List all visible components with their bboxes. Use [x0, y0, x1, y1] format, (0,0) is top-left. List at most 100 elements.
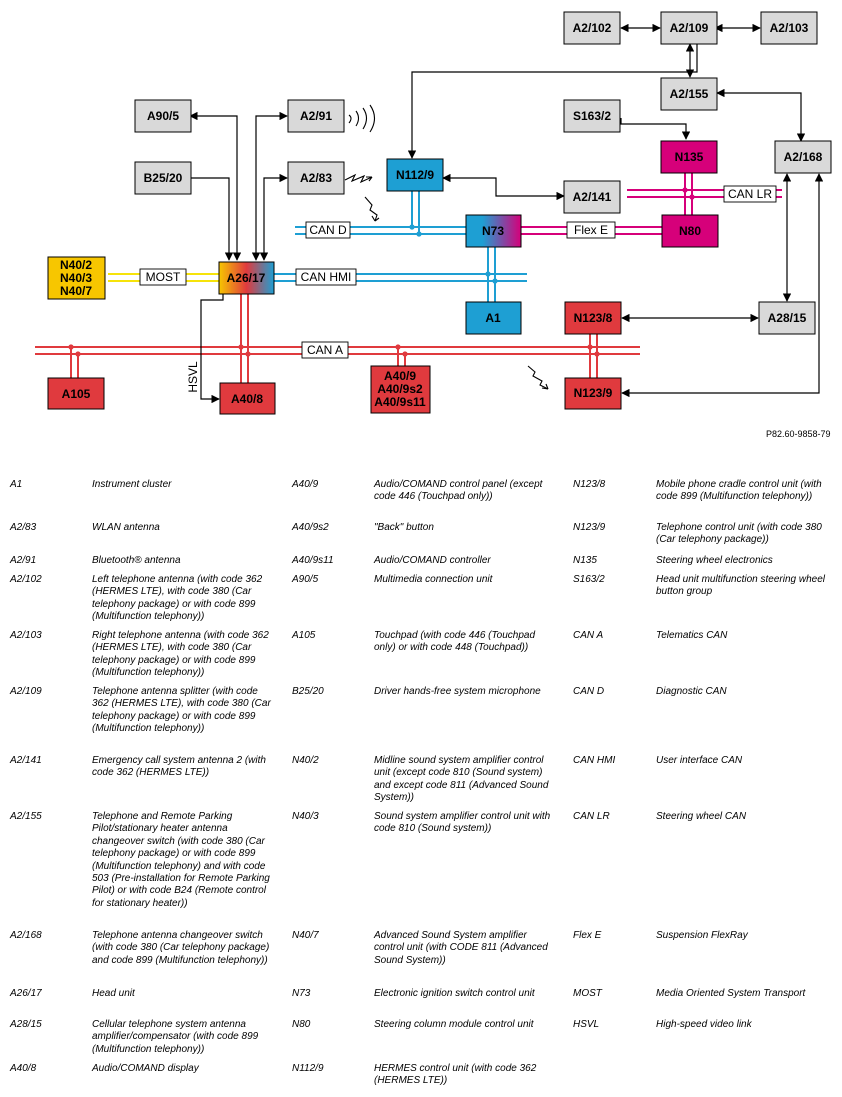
legend-code: S163/2 — [573, 574, 605, 585]
legend-code: CAN HMI — [573, 755, 616, 766]
legend-code: N40/7 — [292, 930, 319, 941]
legend-description: User interface CAN — [656, 755, 743, 766]
box-a2-102 — [563, 11, 621, 45]
label-a2-103: A2/103 — [770, 21, 809, 35]
legend-code: A26/17 — [10, 988, 42, 999]
label-n40-2: N40/2 — [60, 258, 92, 272]
tag-can-d: CAN D — [309, 223, 347, 237]
label-n40-7: N40/7 — [60, 284, 92, 298]
label-a2-155: A2/155 — [670, 87, 709, 101]
legend-description: Telephone and Remote Parking Pilot/stati… — [92, 811, 270, 909]
wireless-symbols — [344, 104, 549, 390]
legend-description: Driver hands-free system microphone — [374, 686, 541, 697]
legend-description: Emergency call system antenna 2 (with co… — [92, 755, 266, 779]
label-n80: N80 — [679, 224, 701, 238]
legend-code: N73 — [292, 988, 311, 999]
box-n112-9 — [386, 158, 444, 192]
legend-code: A2/109 — [10, 686, 42, 697]
box-a2-109 — [660, 11, 718, 45]
legend-code: CAN LR — [573, 811, 610, 822]
legend-description: HERMES control unit (with code 362 (HERM… — [374, 1063, 537, 1087]
label-a26-17: A26/17 — [227, 271, 266, 285]
legend-code: N123/9 — [573, 522, 606, 533]
box-a2-91 — [287, 99, 345, 133]
legend-code: Flex E — [573, 930, 602, 941]
box-a26-17 — [218, 261, 275, 295]
legend-description: Diagnostic CAN — [656, 686, 727, 697]
legend-code: A90/5 — [292, 574, 319, 585]
legend-description: Telephone antenna changeover switch (wit… — [92, 930, 270, 966]
tag-can-d-bg — [305, 221, 351, 239]
legend-code: N123/8 — [573, 479, 606, 490]
box-s163-2 — [563, 99, 621, 133]
legend-code: A28/15 — [10, 1019, 42, 1030]
label-a40-9s2: A40/9s2 — [377, 382, 423, 396]
legend-description: Mobile phone cradle control unit (with c… — [656, 479, 822, 503]
tag-most: MOST — [146, 270, 181, 284]
label-a28-15: A28/15 — [768, 311, 807, 325]
legend-description: Sound system amplifier control unit with… — [374, 811, 551, 835]
legend-description: WLAN antenna — [92, 522, 160, 533]
legend-code: A40/9s2 — [292, 522, 329, 533]
box-a40-9 — [370, 365, 431, 414]
legend-description: Left telephone antenna (with code 362 (H… — [92, 574, 263, 623]
label-n112-9: N112/9 — [396, 168, 434, 182]
legend-description: Telephone control unit (with code 380 (C… — [656, 522, 822, 546]
legend-code: A2/141 — [10, 755, 42, 766]
legend-code: A40/9s11 — [292, 555, 334, 566]
legend-code: CAN A — [573, 630, 604, 641]
box-a2-155 — [660, 77, 718, 111]
legend-code: N112/9 — [292, 1063, 324, 1074]
box-n40 — [47, 256, 106, 300]
legend-description: Steering wheel electronics — [656, 555, 773, 566]
tag-hsvl: HSVL — [186, 361, 200, 393]
legend-code: N135 — [573, 555, 597, 566]
legend-code: A2/103 — [10, 630, 42, 641]
network-diagram: A2/102 A2/109 A2/103 A2/155 A90/5 A2/91 … — [35, 11, 832, 415]
legend-description: Suspension FlexRay — [656, 930, 748, 941]
box-a2-103 — [760, 11, 818, 45]
tag-can-hmi-bg — [295, 268, 357, 286]
box-a2-83 — [287, 161, 345, 195]
legend-description: Multimedia connection unit — [374, 574, 493, 585]
legend-description: Telematics CAN — [656, 630, 728, 641]
label-a2-91: A2/91 — [300, 109, 332, 123]
legend-description: Steering wheel CAN — [656, 811, 747, 822]
label-n123-9: N123/9 — [574, 386, 613, 400]
legend-code: B25/20 — [292, 686, 324, 697]
box-n123-9 — [564, 377, 622, 410]
legend-code: A2/155 — [10, 811, 42, 822]
label-n135: N135 — [675, 150, 704, 164]
tag-can-hmi: CAN HMI — [301, 270, 352, 284]
legend-code: HSVL — [573, 1019, 600, 1030]
legend-description: Cellular telephone system antenna amplif… — [92, 1019, 259, 1055]
reference-code: P82.60-9858-79 — [766, 429, 831, 439]
label-a40-9: A40/9 — [384, 369, 416, 383]
box-a40-8 — [219, 382, 276, 415]
label-a2-109: A2/109 — [670, 21, 709, 35]
box-n123-8 — [564, 301, 622, 335]
box-n135 — [660, 140, 718, 174]
label-a2-168: A2/168 — [784, 150, 823, 164]
legend-description: Telephone antenna splitter (with code 36… — [92, 686, 271, 735]
tag-can-lr-bg — [723, 185, 777, 203]
legend-code: A40/9 — [292, 479, 319, 490]
legend-description: Electronic ignition switch control unit — [374, 988, 535, 999]
legend-description: Head unit multifunction steering wheel b… — [656, 574, 825, 598]
label-a40-9s11: A40/9s11 — [374, 395, 426, 409]
label-a2-102: A2/102 — [573, 21, 612, 35]
legend-code: N40/3 — [292, 811, 319, 822]
box-a28-15 — [758, 301, 816, 335]
tag-most-bg — [139, 268, 187, 286]
legend-code: A2/83 — [10, 522, 37, 533]
legend-description: Audio/COMAND controller — [374, 555, 491, 566]
legend-description: Audio/COMAND display — [92, 1063, 199, 1074]
box-a2-141 — [563, 180, 621, 214]
junction-dots — [68, 187, 695, 357]
legend-code: N40/2 — [292, 755, 319, 766]
tag-flex-e-bg — [566, 221, 616, 239]
legend-description: Bluetooth® antenna — [92, 555, 181, 566]
legend-code: A1 — [10, 479, 23, 490]
legend-code: CAN D — [573, 686, 605, 697]
label-a105: A105 — [62, 387, 91, 401]
